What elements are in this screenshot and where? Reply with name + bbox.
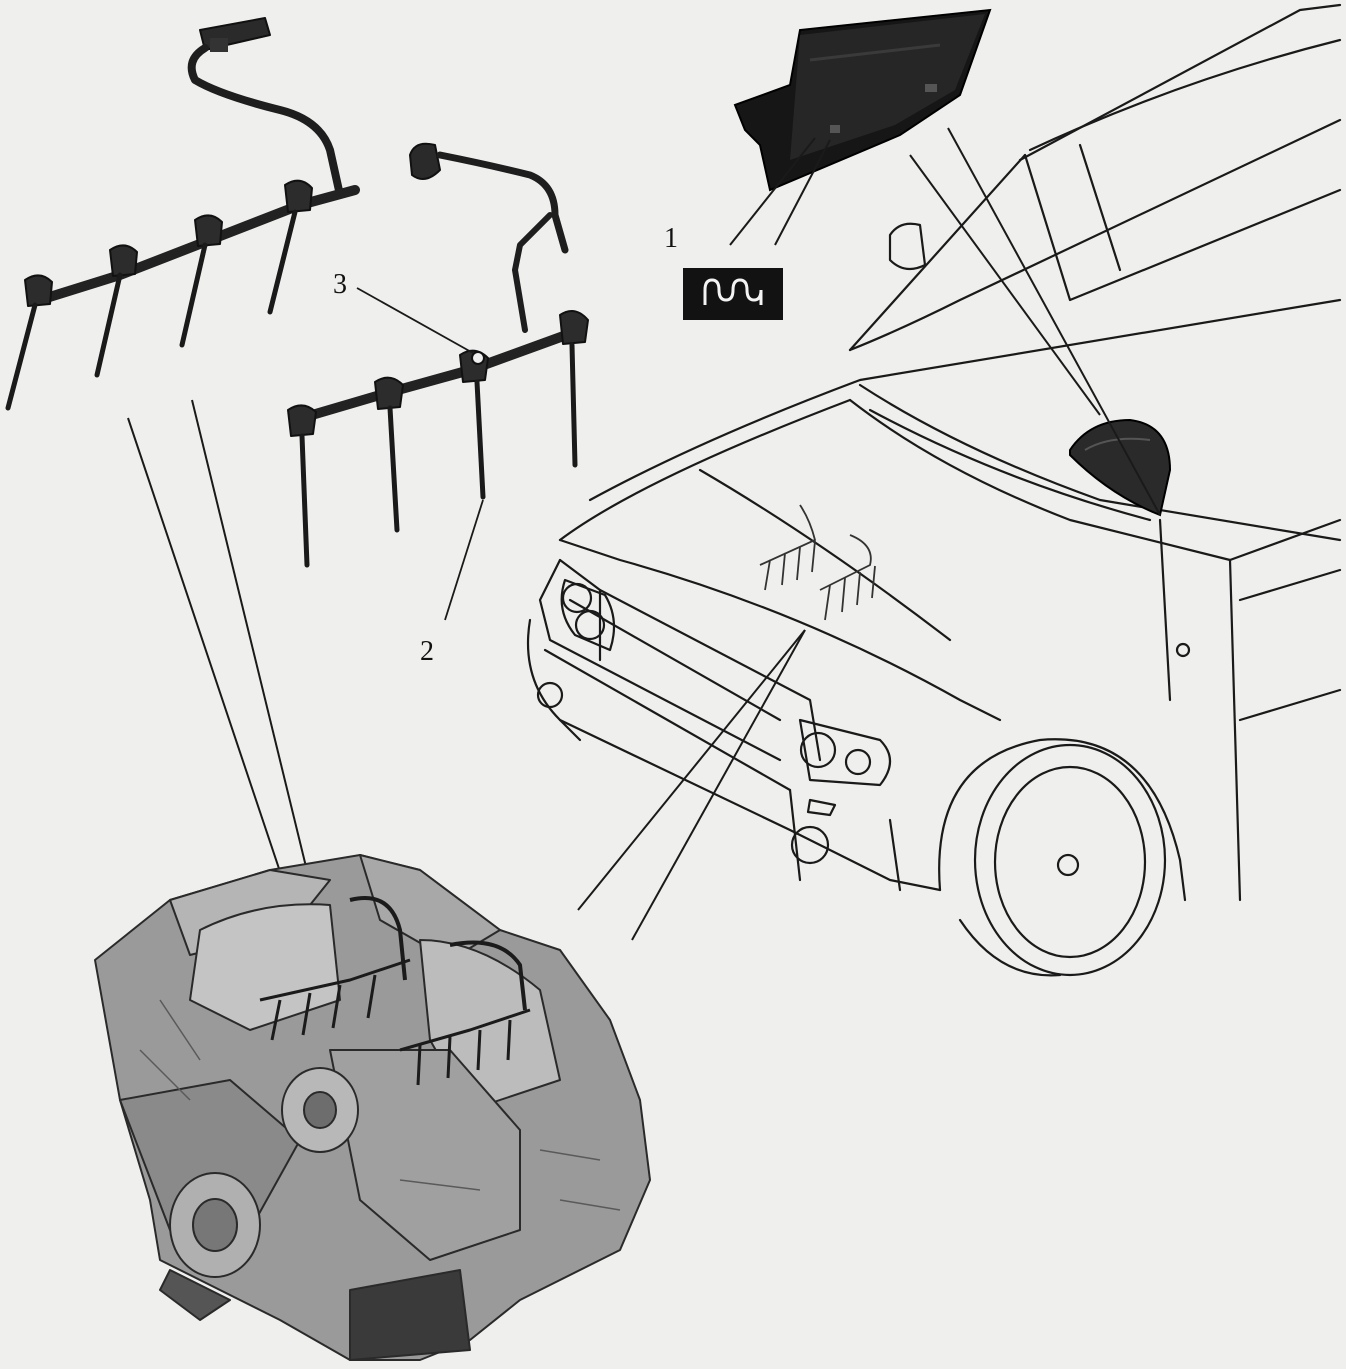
- module-leader-lines: [729, 127, 1161, 516]
- callout-leaders: [356, 287, 484, 621]
- engine-block: [94, 854, 651, 1361]
- callout-label-3: 3: [333, 269, 347, 300]
- vehicle-outline: [526, 3, 1342, 977]
- hood-harness-sketch: [759, 504, 876, 621]
- installed-module: [1069, 418, 1172, 517]
- glow-plug-harness-left: [5, 17, 360, 411]
- callout-label-2: 2: [420, 636, 434, 667]
- glow-plug-coil-icon: [683, 268, 783, 320]
- glow-plug-harness-right: [287, 142, 589, 568]
- callout-label-1: 1: [664, 223, 678, 254]
- glow-plug-control-module: [733, 8, 992, 192]
